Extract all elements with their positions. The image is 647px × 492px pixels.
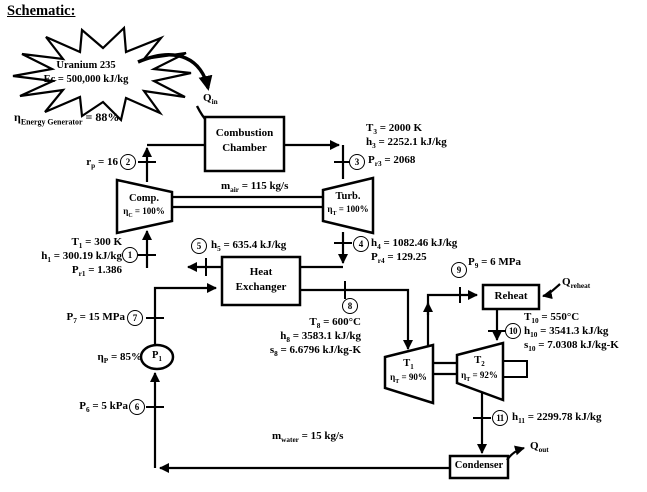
state-10-entropy-label: s10 = 7.0308 kJ/kg-K bbox=[524, 339, 619, 354]
qout-label: Qout bbox=[530, 440, 549, 455]
pump-efficiency-label: ηP = 85% bbox=[97, 351, 142, 366]
state-8-temperature-label: T8 = 600°C bbox=[309, 316, 361, 331]
shaft-stub bbox=[502, 360, 528, 378]
state-4-marker: 4 bbox=[353, 236, 369, 252]
steam-turbine-2-efficiency-label: ηT = 92% bbox=[461, 370, 498, 383]
state-3-pr-label: Pr3 = 2068 bbox=[368, 154, 416, 169]
state-3-marker: 3 bbox=[349, 154, 365, 170]
heat-exchanger-label-1: Heat bbox=[249, 266, 273, 278]
heat-exchanger-label-2: Exchanger bbox=[235, 281, 287, 293]
qout-arrow bbox=[506, 445, 525, 461]
energy-flow-arrow bbox=[137, 53, 213, 91]
steam-turbine-1-label: T1 bbox=[403, 358, 414, 372]
combustion-chamber-box bbox=[203, 115, 286, 173]
state-11-enthalpy-label: h11 = 2299.78 kJ/kg bbox=[512, 411, 602, 426]
uranium-name-label: Uranium 235 bbox=[56, 60, 116, 71]
state-1-marker: 1 bbox=[122, 247, 138, 263]
hx-steam-outlet-pipe bbox=[300, 288, 413, 350]
state-4-pr-label: Pr4 = 129.25 bbox=[371, 251, 427, 266]
state-9-marker: 9 bbox=[451, 262, 467, 278]
compressor-efficiency-label: ηC = 100% bbox=[123, 206, 165, 219]
state-6-marker: 6 bbox=[129, 399, 145, 415]
qreheat-label: Qreheat bbox=[562, 276, 591, 291]
state-3-temperature-label: T3 = 2000 K bbox=[366, 122, 423, 137]
state-1-temperature-label: T1 = 300 K bbox=[71, 236, 122, 251]
state-6-pressure-label: P6 = 5 kPa bbox=[79, 400, 128, 415]
pump-outlet-pipe bbox=[153, 283, 217, 346]
state-1-pr-label: Pr1 = 1.386 bbox=[71, 264, 122, 279]
gas-turbine-shape bbox=[321, 176, 375, 235]
state-8-marker: 8 bbox=[342, 298, 358, 314]
state-8-enthalpy-label: h8 = 3583.1 kJ/kg bbox=[280, 330, 361, 345]
combustion-chamber-label-1: Combustion bbox=[215, 127, 274, 139]
qin-label: Qin bbox=[203, 92, 218, 107]
state-ticks bbox=[138, 161, 506, 419]
state-7-marker: 7 bbox=[127, 310, 143, 326]
air-flow-rate-label: mair = 115 kg/s bbox=[221, 180, 289, 195]
uranium-starburst-shape bbox=[12, 25, 192, 123]
steam-turbine-1-shape bbox=[383, 343, 435, 405]
state-10-temperature-label: T10 = 550°C bbox=[524, 311, 580, 326]
generator-efficiency-label: ηEnergy Generator = 88% bbox=[14, 110, 120, 127]
uranium-energy-label: Ec = 500,000 kJ/kg bbox=[43, 74, 129, 85]
compressor-shape bbox=[115, 178, 174, 235]
state-11-marker: 11 bbox=[492, 410, 508, 426]
gas-turbine-label: Turb. bbox=[335, 191, 361, 202]
state-9-pressure-label: P9 = 6 MPa bbox=[468, 256, 521, 271]
state-4-enthalpy-label: h4 = 1082.46 kJ/kg bbox=[371, 237, 458, 252]
state-2-marker: 2 bbox=[120, 154, 136, 170]
condenser-label: Condenser bbox=[454, 460, 504, 471]
qreheat-arrow bbox=[542, 283, 561, 300]
steam-turbine-2-shape bbox=[455, 341, 505, 402]
pump-label: P1 bbox=[152, 350, 162, 364]
gas-turbine-efficiency-label: ηT = 100% bbox=[327, 204, 369, 217]
state-8-entropy-label: s8 = 6.6796 kJ/kg-K bbox=[269, 344, 361, 359]
steam-turbine-2-label: T2 bbox=[474, 355, 485, 369]
water-flow-rate-label: mwater = 15 kg/s bbox=[272, 430, 344, 445]
state-10-marker: 10 bbox=[505, 323, 521, 339]
steam-turbine-1-efficiency-label: ηT = 90% bbox=[390, 372, 427, 385]
reheater-label: Reheat bbox=[494, 290, 528, 302]
page-title: Schematic: bbox=[7, 3, 76, 19]
state-7-pressure-label: P7 = 15 MPa bbox=[66, 311, 125, 326]
pressure-ratio-label: rp = 16 bbox=[86, 156, 118, 171]
reheater-box bbox=[481, 283, 541, 311]
pump-shape bbox=[139, 343, 175, 371]
compressor-label: Comp. bbox=[128, 193, 160, 204]
state-10-enthalpy-label: h10 = 3541.3 kJ/kg bbox=[524, 325, 609, 340]
state-1-enthalpy-label: h1 = 300.19 kJ/kg bbox=[41, 250, 122, 265]
heat-exchanger-box bbox=[220, 255, 302, 307]
combustion-chamber-label-2: Chamber bbox=[222, 142, 267, 154]
t1-to-reheat-pipe bbox=[426, 290, 478, 347]
state-3-enthalpy-label: h3 = 2252.1 kJ/kg bbox=[366, 136, 447, 151]
state-5-enthalpy-label: h5 = 635.4 kJ/kg bbox=[211, 239, 287, 254]
state-5-marker: 5 bbox=[191, 238, 207, 254]
